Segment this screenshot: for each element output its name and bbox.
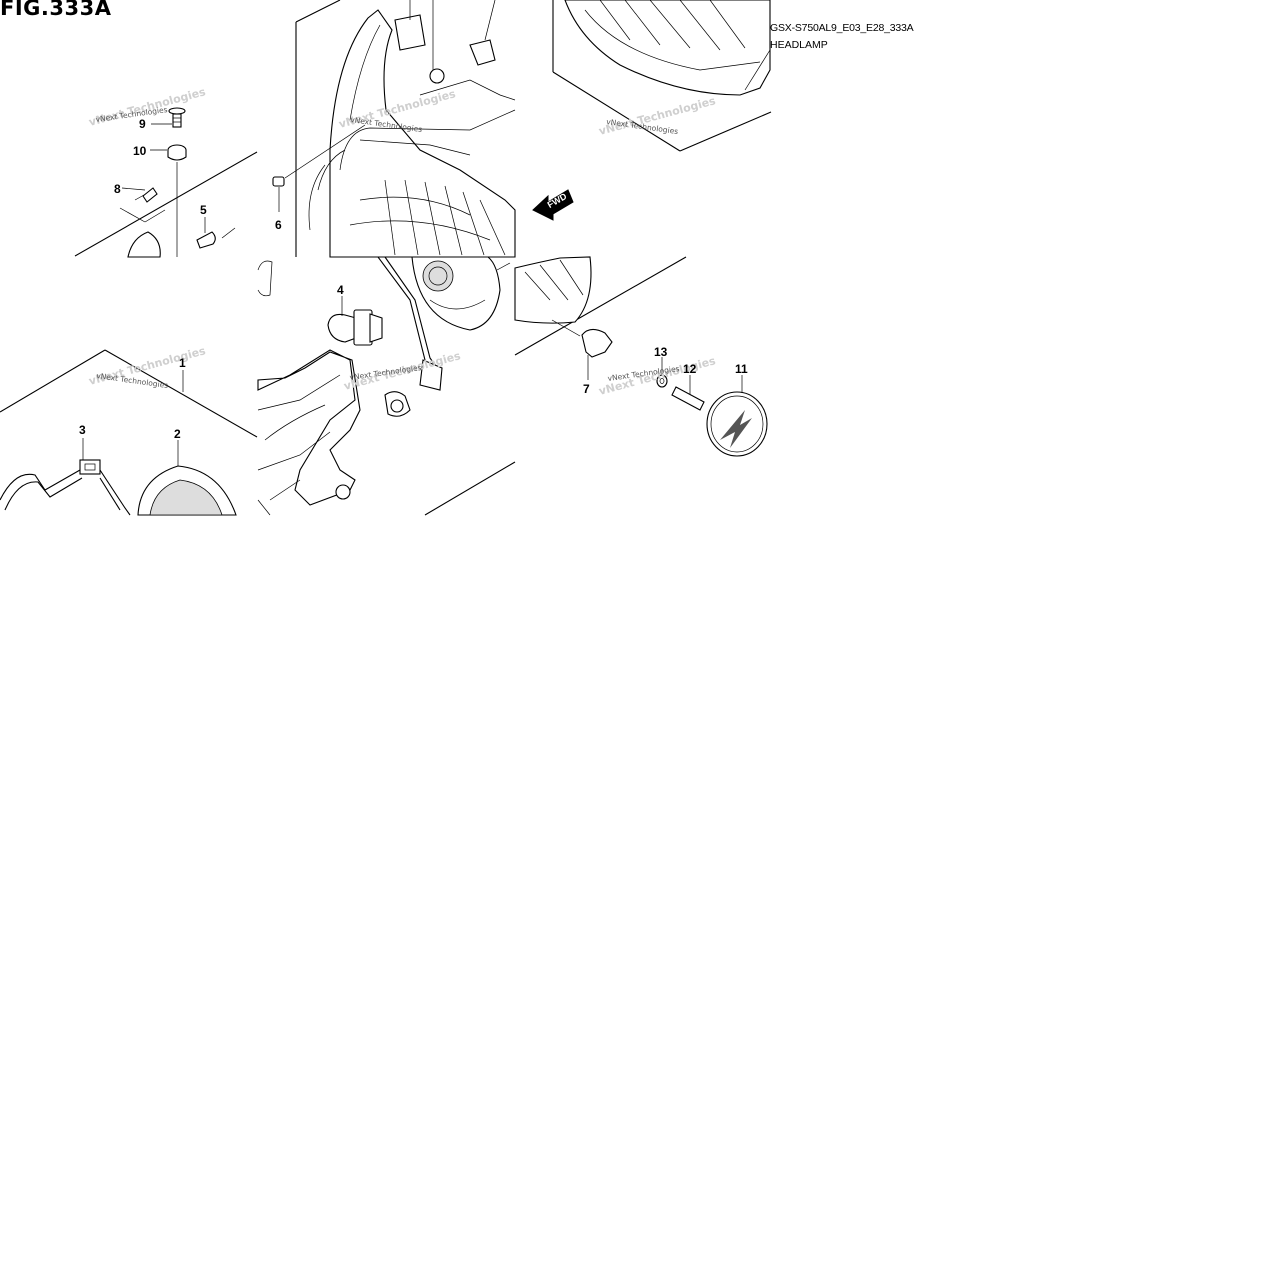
part-5-bulb [196,231,216,249]
callout-10: 10 [133,144,147,158]
figure-title: FIG.333A [0,0,112,20]
figure-code: GSX-S750AL9_E03_E28_333A [770,22,914,34]
part-6-rubber-cap [272,176,285,187]
part-3-connector [79,459,101,475]
figure-name: HEADLAMP [770,39,828,51]
part-8-tapping-screw [142,187,158,203]
part-4-headlamp-bulb [327,296,383,346]
callout-labels: 1 2 3 4 5 6 7 8 9 10 11 12 13 [79,117,748,441]
forward-direction-arrow-icon: FWD [532,189,574,221]
part-12-screw [671,386,705,411]
callout-5: 5 [200,203,207,217]
panel-position-lamp [514,256,768,457]
callout-7: 7 [583,382,590,396]
panel-reflector-socket [257,256,516,516]
panel-headlamp-housing [272,0,516,258]
part-9-screw [168,107,186,115]
callout-1: 1 [179,356,186,370]
callout-2: 2 [174,427,181,441]
callout-9: 9 [139,117,146,131]
callout-4: 4 [337,283,344,297]
part-13-washer [656,374,668,388]
panel-headlamp-lens [552,0,772,152]
callout-8: 8 [114,182,121,196]
callout-11: 11 [735,362,748,376]
part-7-bulb-socket [581,328,613,358]
callout-6: 6 [275,218,282,232]
callout-3: 3 [79,423,86,437]
panel-harness-assembly [0,349,258,516]
callout-13: 13 [654,345,668,359]
callout-12: 12 [683,362,697,376]
part-11-reflector [706,375,768,457]
panel-fasteners [74,107,258,258]
